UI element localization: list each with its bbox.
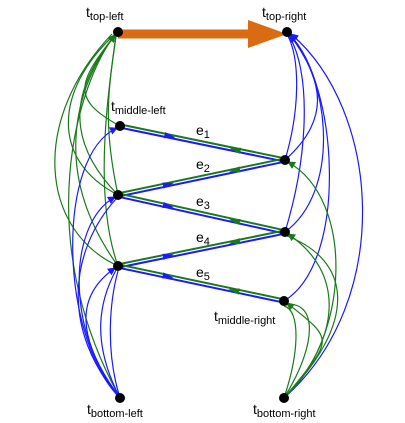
edges-layer [117, 123, 286, 304]
green-curve-bottom-right [283, 304, 310, 399]
edge-e1 [119, 123, 286, 163]
edge-e3-green [118, 192, 286, 232]
blue-curve-to-top-right [283, 33, 364, 399]
label-bottom-right: tbottom-right [253, 401, 316, 420]
edge-e3-arrow-blue [162, 201, 174, 209]
edge-e1-arrow-blue [163, 132, 176, 139]
node-right-2 [280, 227, 290, 237]
edge-e3 [117, 192, 286, 235]
edge-e4-arrow-blue [162, 253, 174, 260]
node-left-3 [113, 261, 123, 271]
label-top-left: ttop-left [86, 4, 124, 23]
edge-e5-blue [117, 266, 284, 304]
nodes [113, 27, 292, 403]
edge-e1-arrow-green [229, 147, 242, 154]
node-bottom-right [279, 393, 289, 403]
blue-curve-to-top-right [283, 34, 330, 302]
edge-e2-arrow-blue [162, 182, 174, 189]
green-curve-bottom-right [283, 302, 323, 399]
edge-label-e2: e2 [196, 156, 210, 175]
edge-e3-blue [117, 195, 285, 235]
green-curve-bottom-right [283, 305, 297, 399]
edge-e5-arrow-blue [162, 272, 174, 279]
blue-curve-bottom-left [109, 270, 121, 399]
edge-e2 [117, 157, 286, 198]
label-bottom-left: tbottom-left [87, 401, 143, 420]
label-middle-right: tmiddle-right [214, 308, 275, 327]
blue-curve-bottom-left [77, 198, 121, 399]
green-curve-outer [54, 33, 119, 267]
green-curve-to-top-left [67, 34, 121, 399]
edge-label-e5: e5 [196, 264, 210, 283]
node-left-2 [113, 190, 123, 200]
blue-curve-to-top-right [284, 34, 325, 233]
node-bottom-left [115, 393, 125, 403]
edge-e4-arrow-green [229, 238, 241, 245]
green-curve-to-top-left [107, 35, 119, 196]
edge-e2-green [117, 157, 285, 195]
edge-e1-blue [119, 126, 285, 163]
edge-e5 [117, 263, 285, 304]
edge-e3-arrow-green [229, 218, 241, 226]
edge-label-e4: e4 [196, 229, 210, 248]
node-middle-left [115, 121, 125, 131]
label-middle-left: tmiddle-left [111, 98, 166, 117]
node-right-1 [280, 155, 290, 165]
connection-curves [54, 33, 364, 399]
edge-e2-arrow-green [229, 166, 241, 173]
blue-curve-to-top-right [284, 35, 305, 233]
blue-curve-to-top-right [284, 35, 298, 161]
edge-e4 [117, 229, 286, 269]
node-top-left [113, 27, 123, 37]
node-middle-right [279, 296, 289, 306]
edge-e4-blue [118, 232, 286, 269]
green-curve-bottom-right [283, 235, 339, 399]
edge-e1-green [120, 123, 286, 160]
edge-label-e3: e3 [196, 193, 210, 212]
edge-e5-arrow-green [228, 288, 240, 295]
label-top-right: ttop-right [262, 4, 306, 23]
blue-curve-bottom-left [85, 267, 121, 399]
edge-e4-green [117, 229, 285, 266]
edge-label-e1: e1 [196, 122, 210, 141]
blue-curve-bottom-left [72, 127, 121, 399]
edge-e2-blue [118, 160, 286, 198]
node-top-right [282, 27, 292, 37]
green-curve-to-top-left [84, 34, 121, 127]
edge-e5-green [118, 263, 285, 301]
blue-curve-bottom-left [100, 269, 121, 399]
main-arrow [118, 20, 287, 48]
green-curve-outer [67, 34, 119, 196]
blue-curve-bottom-left [78, 196, 121, 399]
